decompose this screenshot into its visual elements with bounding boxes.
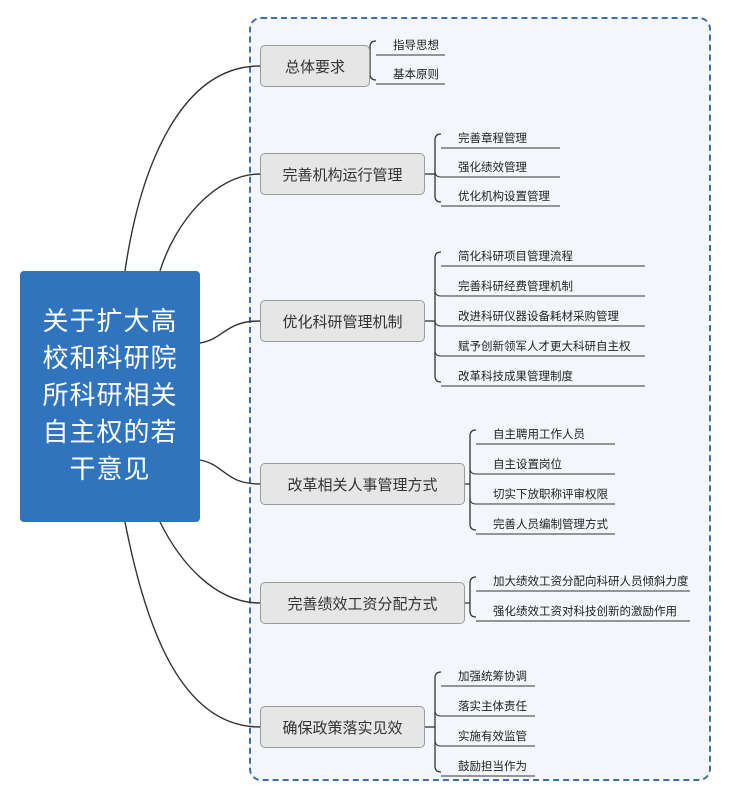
leaf-underline xyxy=(469,467,615,475)
subtopic-label[interactable]: 完善章程管理 xyxy=(458,131,527,145)
leaf-underline xyxy=(434,319,645,327)
child-bracket xyxy=(369,40,377,81)
branch-topic[interactable]: 改革相关人事管理方式 xyxy=(260,463,465,505)
root-connector xyxy=(124,521,261,728)
subtopic-label[interactable]: 实施有效监管 xyxy=(458,729,527,743)
branch-topic[interactable]: 确保政策落实见效 xyxy=(260,706,425,748)
subtopic-label[interactable]: 赋予创新领军人才更大科研自主权 xyxy=(458,339,631,353)
child-bracket xyxy=(434,133,442,203)
branch-topic[interactable]: 完善绩效工资分配方式 xyxy=(260,582,465,624)
leaf-underline xyxy=(434,289,645,297)
branch-topic[interactable]: 优化科研管理机制 xyxy=(260,300,425,342)
subtopic-label[interactable]: 鼓励担当作为 xyxy=(458,759,527,773)
root-topic[interactable]: 关于扩大高校和科研院所科研相关自主权的若干意见 xyxy=(20,271,200,522)
subtopic-label[interactable]: 自主聘用工作人员 xyxy=(493,427,585,441)
leaf-underline xyxy=(434,709,535,717)
subtopic-label[interactable]: 切实下放职称评审权限 xyxy=(493,487,608,501)
subtopic-label[interactable]: 强化绩效工资对科技创新的激励作用 xyxy=(493,604,677,618)
root-connector xyxy=(159,173,261,272)
branches-frame xyxy=(249,17,711,781)
subtopic-label[interactable]: 自主设置岗位 xyxy=(493,457,562,471)
leaf-underline xyxy=(469,497,615,505)
subtopic-label[interactable]: 落实主体责任 xyxy=(458,699,527,713)
root-connector xyxy=(199,459,261,485)
root-connector xyxy=(199,320,261,344)
subtopic-label[interactable]: 强化绩效管理 xyxy=(458,160,527,174)
branch-topic[interactable]: 总体要求 xyxy=(260,45,370,87)
subtopic-label[interactable]: 加大绩效工资分配向科研人员倾斜力度 xyxy=(493,574,689,588)
child-bracket xyxy=(469,576,477,618)
leaf-underline xyxy=(434,739,535,747)
leaf-underline xyxy=(434,170,560,178)
subtopic-label[interactable]: 基本原则 xyxy=(393,67,439,81)
branch-topic[interactable]: 完善机构运行管理 xyxy=(260,153,425,195)
subtopic-label[interactable]: 改革科技成果管理制度 xyxy=(458,369,573,383)
subtopic-label[interactable]: 优化机构设置管理 xyxy=(458,189,550,203)
root-connector xyxy=(159,521,261,604)
child-bracket xyxy=(469,429,477,531)
subtopic-label[interactable]: 加强统筹协调 xyxy=(458,669,527,683)
root-connector xyxy=(124,65,261,272)
child-bracket xyxy=(434,671,442,773)
child-bracket xyxy=(434,251,442,383)
subtopic-label[interactable]: 完善科研经费管理机制 xyxy=(458,279,573,293)
subtopic-label[interactable]: 简化科研项目管理流程 xyxy=(458,249,573,263)
subtopic-label[interactable]: 指导思想 xyxy=(393,38,439,52)
leaf-underline xyxy=(434,349,645,357)
subtopic-label[interactable]: 改进科研仪器设备耗材采购管理 xyxy=(458,309,619,323)
subtopic-label[interactable]: 完善人员编制管理方式 xyxy=(493,517,608,531)
